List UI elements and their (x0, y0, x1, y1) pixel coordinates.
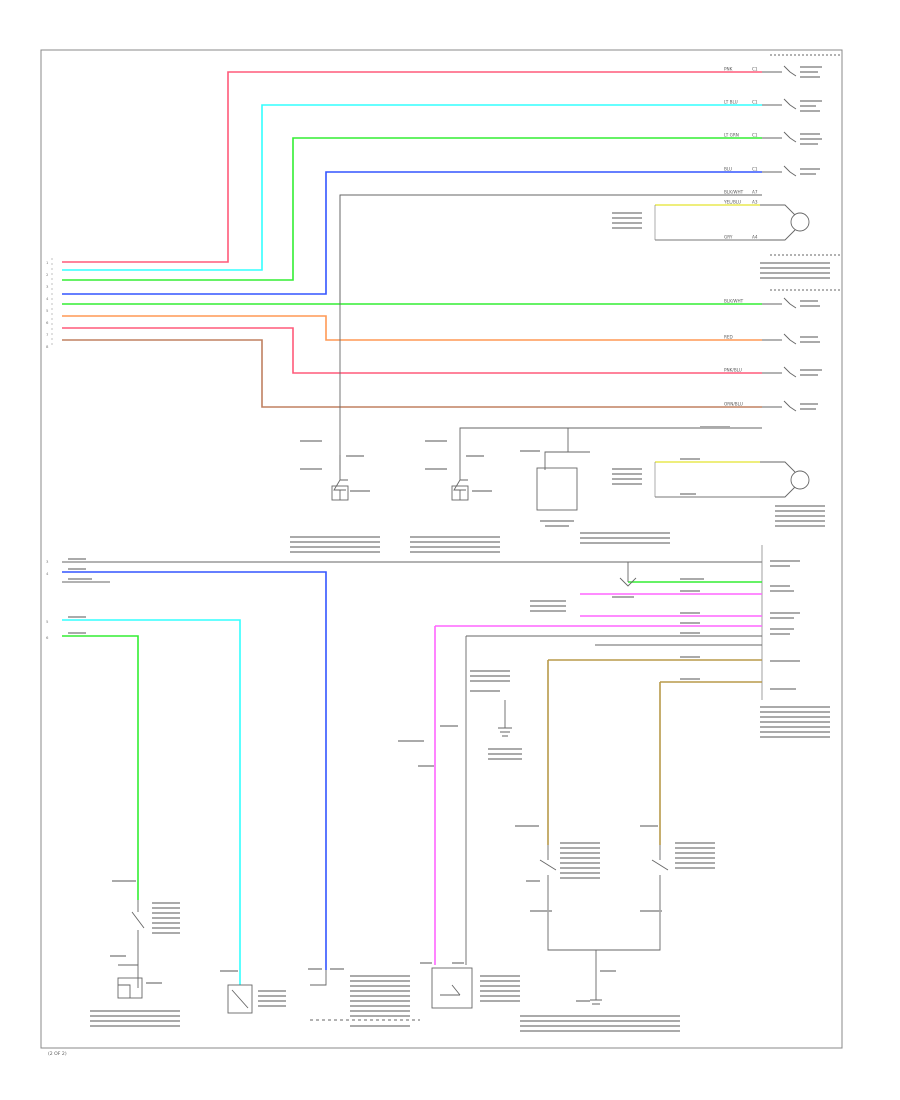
wire-pin-label: C1 (752, 100, 758, 105)
right-switch-column (762, 54, 840, 412)
wire-pin-label: A4 (752, 235, 758, 240)
wire-pin-label: C1 (752, 67, 758, 72)
diagnostic-connector (308, 968, 420, 1027)
connector-pin-label: 2 (46, 272, 49, 277)
wire-green-top (62, 137, 762, 281)
fuel-switch (420, 962, 520, 1009)
connector-pin-label: 3 (46, 559, 49, 564)
wire-pin-label: C1 (752, 133, 758, 138)
connector-pin-label: 1 (46, 260, 49, 265)
wire-pin-label: C1 (752, 167, 758, 172)
wire-red-top (62, 71, 762, 263)
diagram-border (40, 49, 843, 1049)
lower-left-connector: 3 4 5 6 (46, 558, 762, 985)
wire-color-label: PNK/BLU (724, 368, 742, 373)
wire-color-label: PNK (724, 67, 733, 72)
wire-red-mid (62, 327, 762, 374)
right-labels-top (760, 66, 830, 410)
wire-blue-top (62, 171, 762, 295)
connector-pin-label: 8 (46, 344, 49, 349)
reverse-switch-left (515, 825, 715, 1032)
wire-pin-label: A7 (752, 190, 758, 195)
wire-color-label: GRY (724, 235, 733, 240)
wire-color-label: LT BLU (724, 100, 738, 105)
wire-color-label: ORN/BLU (724, 402, 743, 407)
connector-pin-label: 5 (46, 619, 49, 624)
wire-brown-mid (62, 339, 762, 408)
ground-junction-center (398, 670, 522, 767)
connector-pin-label: 6 (46, 320, 49, 325)
seat-belt-switch (90, 880, 180, 1027)
connector-pin-label: 4 (46, 296, 49, 301)
wire-pin-label: A3 (752, 200, 758, 205)
wire-cyan-top (62, 104, 762, 271)
lower-right-module (434, 505, 830, 965)
wire-color-label: YEL/BLU (723, 200, 741, 205)
wire-color-label: RED (724, 335, 733, 340)
lamp-assembly-lower (612, 458, 810, 498)
lamp-assembly-upper (612, 204, 810, 241)
door-switch-left (290, 440, 380, 553)
wire-color-label: LT GRN (724, 133, 739, 138)
hood-switch (220, 970, 286, 1014)
wire-orange-mid (62, 315, 762, 341)
wire-color-label: BLU (724, 167, 732, 172)
connector-pin-label: 6 (46, 635, 49, 640)
wire-color-label: BLK/WHT (724, 299, 744, 304)
corner-label: (2 OF 2) (48, 1051, 67, 1057)
control-module-box (520, 426, 730, 527)
connector-pin-label: 5 (46, 308, 49, 313)
connector-pin-label: 4 (46, 571, 49, 576)
wire-gray-top (62, 194, 762, 305)
connector-pin-label: 3 (46, 284, 49, 289)
door-switch-right (410, 427, 762, 553)
connector-pin-label: 7 (46, 332, 49, 337)
wire-color-label: BLK/WHT (724, 190, 744, 195)
